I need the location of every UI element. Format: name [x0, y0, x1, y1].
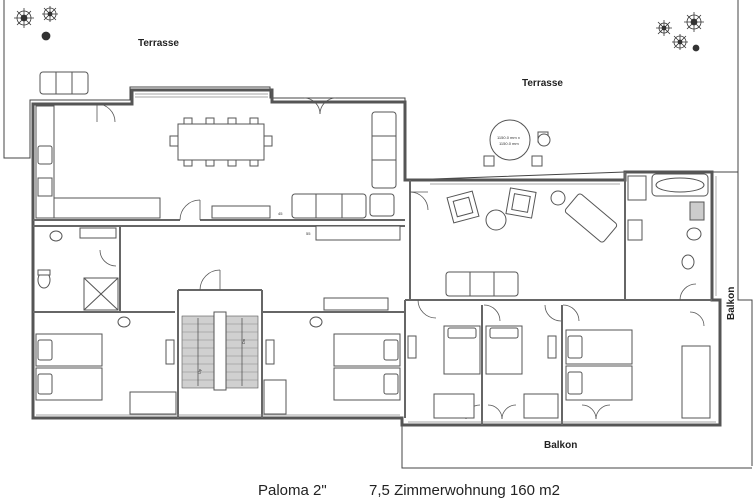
lounge-coffee-table — [485, 209, 507, 231]
terrace-left-outline — [3, 0, 406, 180]
balcony-bottom-label: Balkon — [544, 440, 577, 451]
balcony-bottom-outline — [401, 425, 752, 469]
table-note-line1: 1150.0 mm x — [497, 135, 520, 140]
stair-up-mark: Up — [197, 368, 202, 374]
dining-table — [177, 123, 265, 161]
dimension-45: 45 — [278, 211, 283, 216]
living-sofa-bottom — [291, 193, 367, 219]
terrace-sofa — [39, 71, 89, 95]
kitchen-sink — [37, 145, 53, 165]
kitchen-counter-bottom — [53, 197, 161, 219]
sink-left — [49, 230, 63, 242]
plan-caption: Paloma 2" 7,5 Zimmerwohnung 160 m2 — [258, 482, 560, 499]
terrace-right-outline — [404, 0, 739, 181]
balcony-right-outline — [737, 172, 753, 466]
living-sofa-right — [371, 111, 397, 189]
dimension-55: 55 — [306, 231, 311, 236]
caption-name: Paloma 2" — [258, 482, 327, 499]
plant-icon — [14, 6, 704, 52]
sideboard — [315, 225, 401, 241]
tv-console — [211, 205, 271, 219]
stair-down-mark: Dn — [241, 339, 246, 344]
lounge-sofa — [445, 271, 519, 297]
sink-right — [686, 227, 702, 241]
terrace-right-label: Terrasse — [522, 78, 563, 89]
lounge-sofa-diag — [564, 193, 618, 243]
caption-description: 7,5 Zimmerwohnung 160 m2 — [369, 482, 560, 499]
terrace-left-label: Terrasse — [138, 38, 179, 49]
toilet-right — [681, 254, 695, 270]
living-armchair — [369, 193, 395, 217]
wardrobe-left — [129, 391, 177, 415]
wardrobe-right — [681, 345, 711, 419]
wardrobe-mid — [263, 379, 287, 415]
balcony-right-label: Balkon — [726, 287, 737, 320]
terrace-round-table — [489, 119, 531, 161]
desk-mid — [323, 297, 389, 311]
table-note-line2: 1150.0 mm — [499, 141, 519, 146]
kitchen-hob — [37, 177, 53, 197]
